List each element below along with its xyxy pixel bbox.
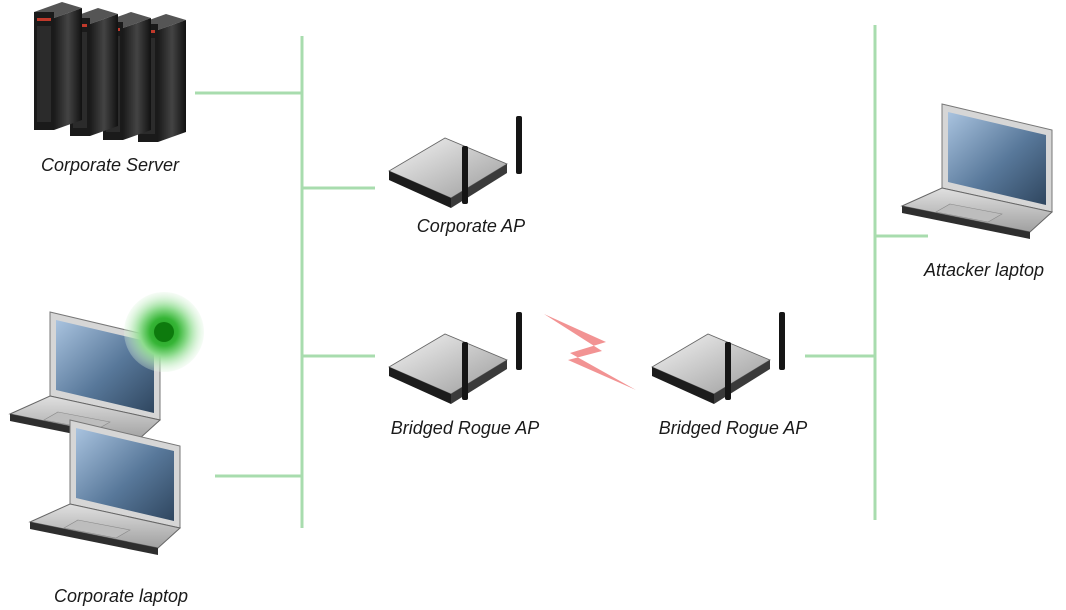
rogue-ap-right-label: Bridged Rogue AP xyxy=(658,418,808,438)
server-icon xyxy=(34,2,186,142)
rogue-ap-left-label: Bridged Rogue AP xyxy=(390,418,540,438)
corporate-ap-label: Corporate AP xyxy=(416,216,526,236)
rogue-ap-right-icon xyxy=(651,311,786,405)
attacker-laptop-icon xyxy=(901,103,1053,240)
corporate-server-label: Corporate Server xyxy=(40,155,180,175)
signal-indicator-core xyxy=(154,322,174,342)
corporate-laptop-label: Corporate laptop xyxy=(53,586,189,606)
corporate-ap-icon xyxy=(388,115,523,209)
rogue-ap-left-icon xyxy=(388,311,523,405)
network-lines xyxy=(195,25,928,528)
corporate-laptop-front-icon xyxy=(29,419,181,556)
wireless-link-icon xyxy=(544,314,636,390)
attacker-laptop-label: Attacker laptop xyxy=(923,260,1045,280)
